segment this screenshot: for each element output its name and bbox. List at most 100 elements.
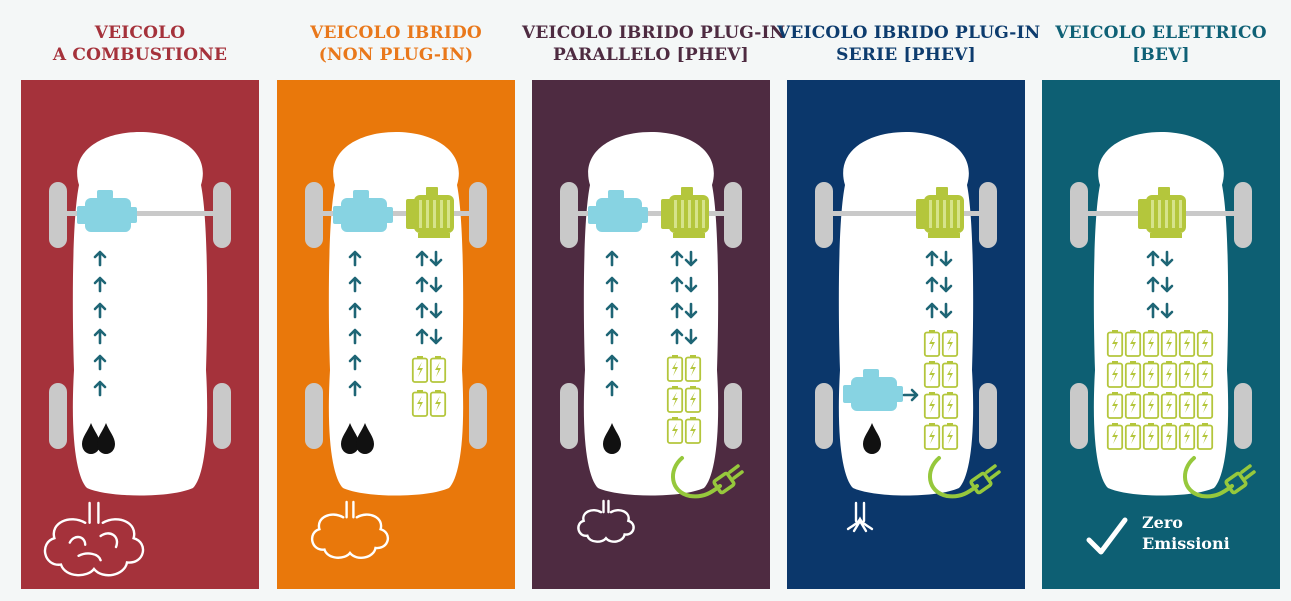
battery-icon [1196, 361, 1214, 388]
panel-phev-parallel [532, 80, 770, 589]
car-diagram-combustion [43, 132, 231, 577]
fuel-drop-icon [97, 423, 115, 454]
arrow-down-icon [1160, 302, 1174, 319]
arrow-up-icon [605, 302, 619, 319]
wheel-icon [305, 383, 323, 449]
wheel-icon [724, 383, 742, 449]
arrow-up-icon [348, 250, 362, 267]
wheel-icon [213, 383, 231, 449]
arrow-up-icon [415, 328, 429, 345]
exhaust-cloud-icon [577, 499, 635, 543]
battery-icon [1106, 392, 1124, 419]
axle [61, 211, 219, 216]
electric-motor-icon [1138, 187, 1186, 238]
column-title: VEICOLO ELETTRICO [BEV] [1032, 22, 1290, 66]
battery-icon [941, 423, 959, 450]
battery-icon [1142, 361, 1160, 388]
battery-icon [1178, 392, 1196, 419]
battery-icon [1142, 392, 1160, 419]
column-title: VEICOLO IBRIDO PLUG-IN PARALLELO [PHEV] [522, 22, 786, 66]
arrow-up-icon [670, 302, 684, 319]
charging-plug-icon [1183, 456, 1256, 499]
battery-icon [923, 361, 941, 388]
arrow-up-icon [1146, 302, 1160, 319]
title-line-1: VEICOLO IBRIDO PLUG-IN [777, 23, 1041, 43]
battery-icon [1124, 361, 1142, 388]
column-title: VEICOLO A COMBUSTIONE [11, 22, 269, 66]
battery-icon [941, 392, 959, 419]
wheel-icon [724, 182, 742, 248]
battery-icon [923, 423, 941, 450]
title-line-1: VEICOLO ELETTRICO [1055, 23, 1267, 43]
car-silhouette [838, 132, 974, 496]
battery-icon [411, 356, 429, 383]
charging-plug-icon [671, 456, 744, 499]
zero-label-line-2: Emissioni [1142, 534, 1230, 553]
axle [317, 211, 475, 216]
battery-icon [1196, 330, 1214, 357]
arrow-down-icon [429, 250, 443, 267]
car-diagram-electric [1070, 132, 1256, 555]
column-phev-parallel: VEICOLO IBRIDO PLUG-IN PARALLELO [PHEV] [522, 0, 785, 601]
battery-icon [411, 390, 429, 417]
column-electric: VEICOLO ELETTRICO [BEV] Zero Emissioni [1042, 0, 1280, 601]
charging-plug-icon [928, 456, 1001, 499]
fuel-drop-icon [356, 423, 374, 454]
arrow-up-icon [605, 354, 619, 371]
column-phev-series: VEICOLO IBRIDO PLUG-IN SERIE [PHEV] [777, 0, 1040, 601]
title-line-2: A COMBUSTIONE [52, 45, 228, 65]
arrow-up-icon [670, 276, 684, 293]
battery-icon [1160, 423, 1178, 450]
battery-icon [684, 417, 702, 444]
arrow-up-icon [925, 250, 939, 267]
battery-icon [941, 361, 959, 388]
battery-icon [666, 386, 684, 413]
column-title: VEICOLO IBRIDO PLUG-IN SERIE [PHEV] [777, 22, 1041, 66]
battery-icon [1124, 392, 1142, 419]
title-line-2: [BEV] [1132, 45, 1190, 65]
title-line-1: VEICOLO [94, 23, 186, 43]
battery-icon [1160, 392, 1178, 419]
arrow-down-icon [429, 328, 443, 345]
battery-icon [429, 390, 447, 417]
title-line-1: VEICOLO IBRIDO [310, 23, 482, 43]
arrow-up-icon [605, 250, 619, 267]
arrow-up-icon [415, 250, 429, 267]
arrow-down-icon [684, 250, 698, 267]
battery-icon [1106, 330, 1124, 357]
axle [827, 211, 985, 216]
arrow-down-icon [429, 276, 443, 293]
arrow-up-icon [93, 354, 107, 371]
battery-icon [941, 330, 959, 357]
panel-electric: Zero Emissioni [1042, 80, 1280, 589]
car-body [305, 132, 487, 496]
battery-icon [1160, 330, 1178, 357]
wheel-icon [49, 182, 67, 248]
arrow-up-icon [605, 276, 619, 293]
axle [572, 211, 730, 216]
arrow-up-icon [925, 276, 939, 293]
arrow-down-icon [939, 276, 953, 293]
column-combustion: VEICOLO A COMBUSTIONE [21, 0, 259, 601]
arrow-up-icon [1146, 250, 1160, 267]
checkmark-icon [1086, 517, 1128, 555]
battery-icon [923, 392, 941, 419]
battery-icon [923, 330, 941, 357]
arrow-up-icon [93, 302, 107, 319]
arrow-up-icon [415, 276, 429, 293]
wheel-icon [49, 383, 67, 449]
wheel-icon [213, 182, 231, 248]
arrow-down-icon [939, 302, 953, 319]
arrow-up-icon [93, 380, 107, 397]
arrow-down-icon [1160, 276, 1174, 293]
battery-icon [1106, 361, 1124, 388]
battery-icon [684, 355, 702, 382]
title-line-1: VEICOLO IBRIDO PLUG-IN [522, 23, 786, 43]
arrow-up-icon [1146, 276, 1160, 293]
arrow-down-icon [684, 302, 698, 319]
arrow-up-icon [605, 328, 619, 345]
wheel-icon [560, 182, 578, 248]
arrow-up-icon [348, 302, 362, 319]
zero-label-line-1: Zero [1142, 513, 1183, 532]
